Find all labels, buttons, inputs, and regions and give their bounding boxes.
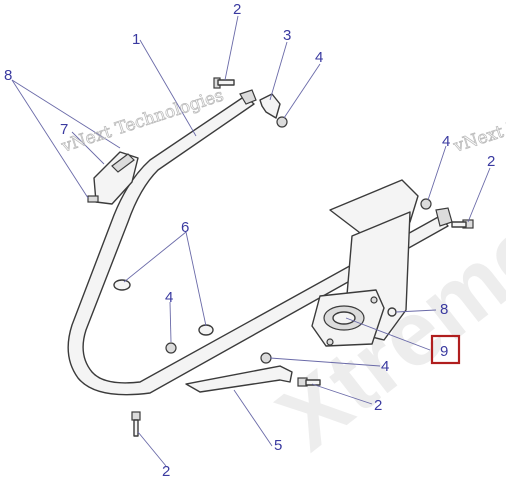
callout-1: 1 [132,31,140,48]
callout-8-right: 8 [440,301,448,318]
grommet-center [198,324,214,336]
clip-bracket [259,93,281,119]
callout-2-top: 2 [233,1,241,18]
bolt-right [451,219,474,229]
bolt-bottom-left [131,411,141,437]
callout-2-lower-center: 2 [374,397,382,414]
callout-8-left: 8 [4,67,12,84]
nut-lower-center [260,352,272,364]
bolt-bottom-center [297,377,321,387]
washer-right [387,307,397,317]
callout-5: 5 [274,437,282,454]
callout-4-right: 4 [442,133,450,150]
highlight-box [430,334,461,365]
watermark-text-right: vNext Technologies [450,86,506,158]
callout-9: 9 [440,343,448,360]
main-tube-frame [67,89,453,396]
callout-2-bottom: 2 [162,463,170,480]
callout-leaders [11,15,491,467]
left-mounting-bracket [87,151,139,205]
grommet-left [113,279,131,291]
callout-7: 7 [60,121,68,138]
callout-6: 6 [181,219,189,236]
callout-4-lower-center: 4 [381,358,389,375]
bolt-top-left [213,77,235,89]
callout-4-lower-left: 4 [165,289,173,306]
callout-4-top: 4 [315,49,323,66]
nut-lower-left [165,342,177,354]
watermark-text-upper: vNext Technologies [58,86,226,158]
lower-support-tube [185,365,293,393]
nut-top [276,116,288,128]
callout-3: 3 [283,27,291,44]
nut-right [420,198,432,210]
callout-2-right: 2 [487,153,495,170]
